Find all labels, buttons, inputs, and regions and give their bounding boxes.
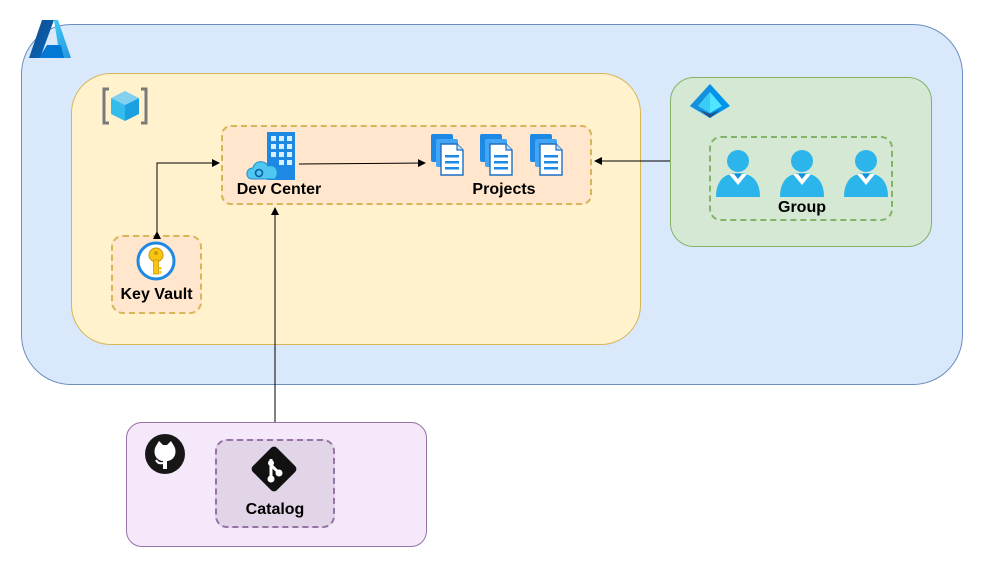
group-label: Group bbox=[778, 199, 826, 216]
projects-icon bbox=[430, 133, 572, 179]
resource-group-cube-icon bbox=[101, 86, 149, 126]
dev-center-label: Dev Center bbox=[236, 181, 322, 198]
git-icon bbox=[248, 443, 300, 495]
group-users-icon bbox=[712, 145, 890, 199]
edge-devcenter-projects bbox=[298, 159, 426, 168]
entra-id-icon bbox=[686, 82, 734, 122]
edge-keyvault-devcenter bbox=[153, 159, 220, 239]
projects-label: Projects bbox=[472, 181, 536, 198]
catalog-label: Catalog bbox=[245, 501, 305, 518]
key-vault-label: Key Vault bbox=[120, 286, 193, 303]
github-icon bbox=[143, 432, 187, 476]
azure-logo-icon bbox=[28, 18, 72, 60]
dev-center-icon bbox=[246, 131, 298, 181]
key-vault-icon bbox=[136, 241, 176, 281]
